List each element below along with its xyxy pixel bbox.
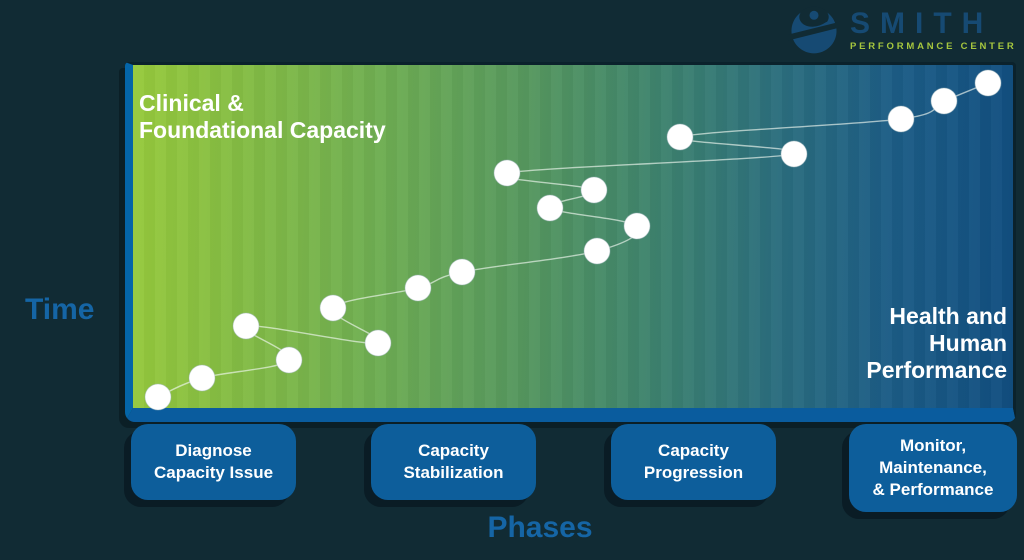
logo-text: SMITH PERFORMANCE CENTER [850,6,1017,52]
clinical-foundational-capacity-label: Clinical & Foundational Capacity [139,90,386,144]
phase-box-capacity-progression[interactable]: Capacity Progression [611,424,776,500]
phase-box-monitor-maintenance-performance[interactable]: Monitor, Maintenance, & Performance [849,424,1017,512]
logo-subtitle: PERFORMANCE CENTER [850,40,1017,52]
time-axis-label: Time [25,293,95,326]
phases-axis-label: Phases [487,511,593,544]
health-human-performance-label: Health and Human Performance [866,303,1007,384]
smith-performance-center-logo[interactable]: SMITH PERFORMANCE CENTER [788,2,1020,58]
phase-box-capacity-stabilization[interactable]: Capacity Stabilization [371,424,536,500]
person-swoosh-logo-icon [788,6,840,54]
phase-box-diagnose-capacity-issue[interactable]: Diagnose Capacity Issue [131,424,296,500]
logo-title: SMITH [850,6,994,40]
